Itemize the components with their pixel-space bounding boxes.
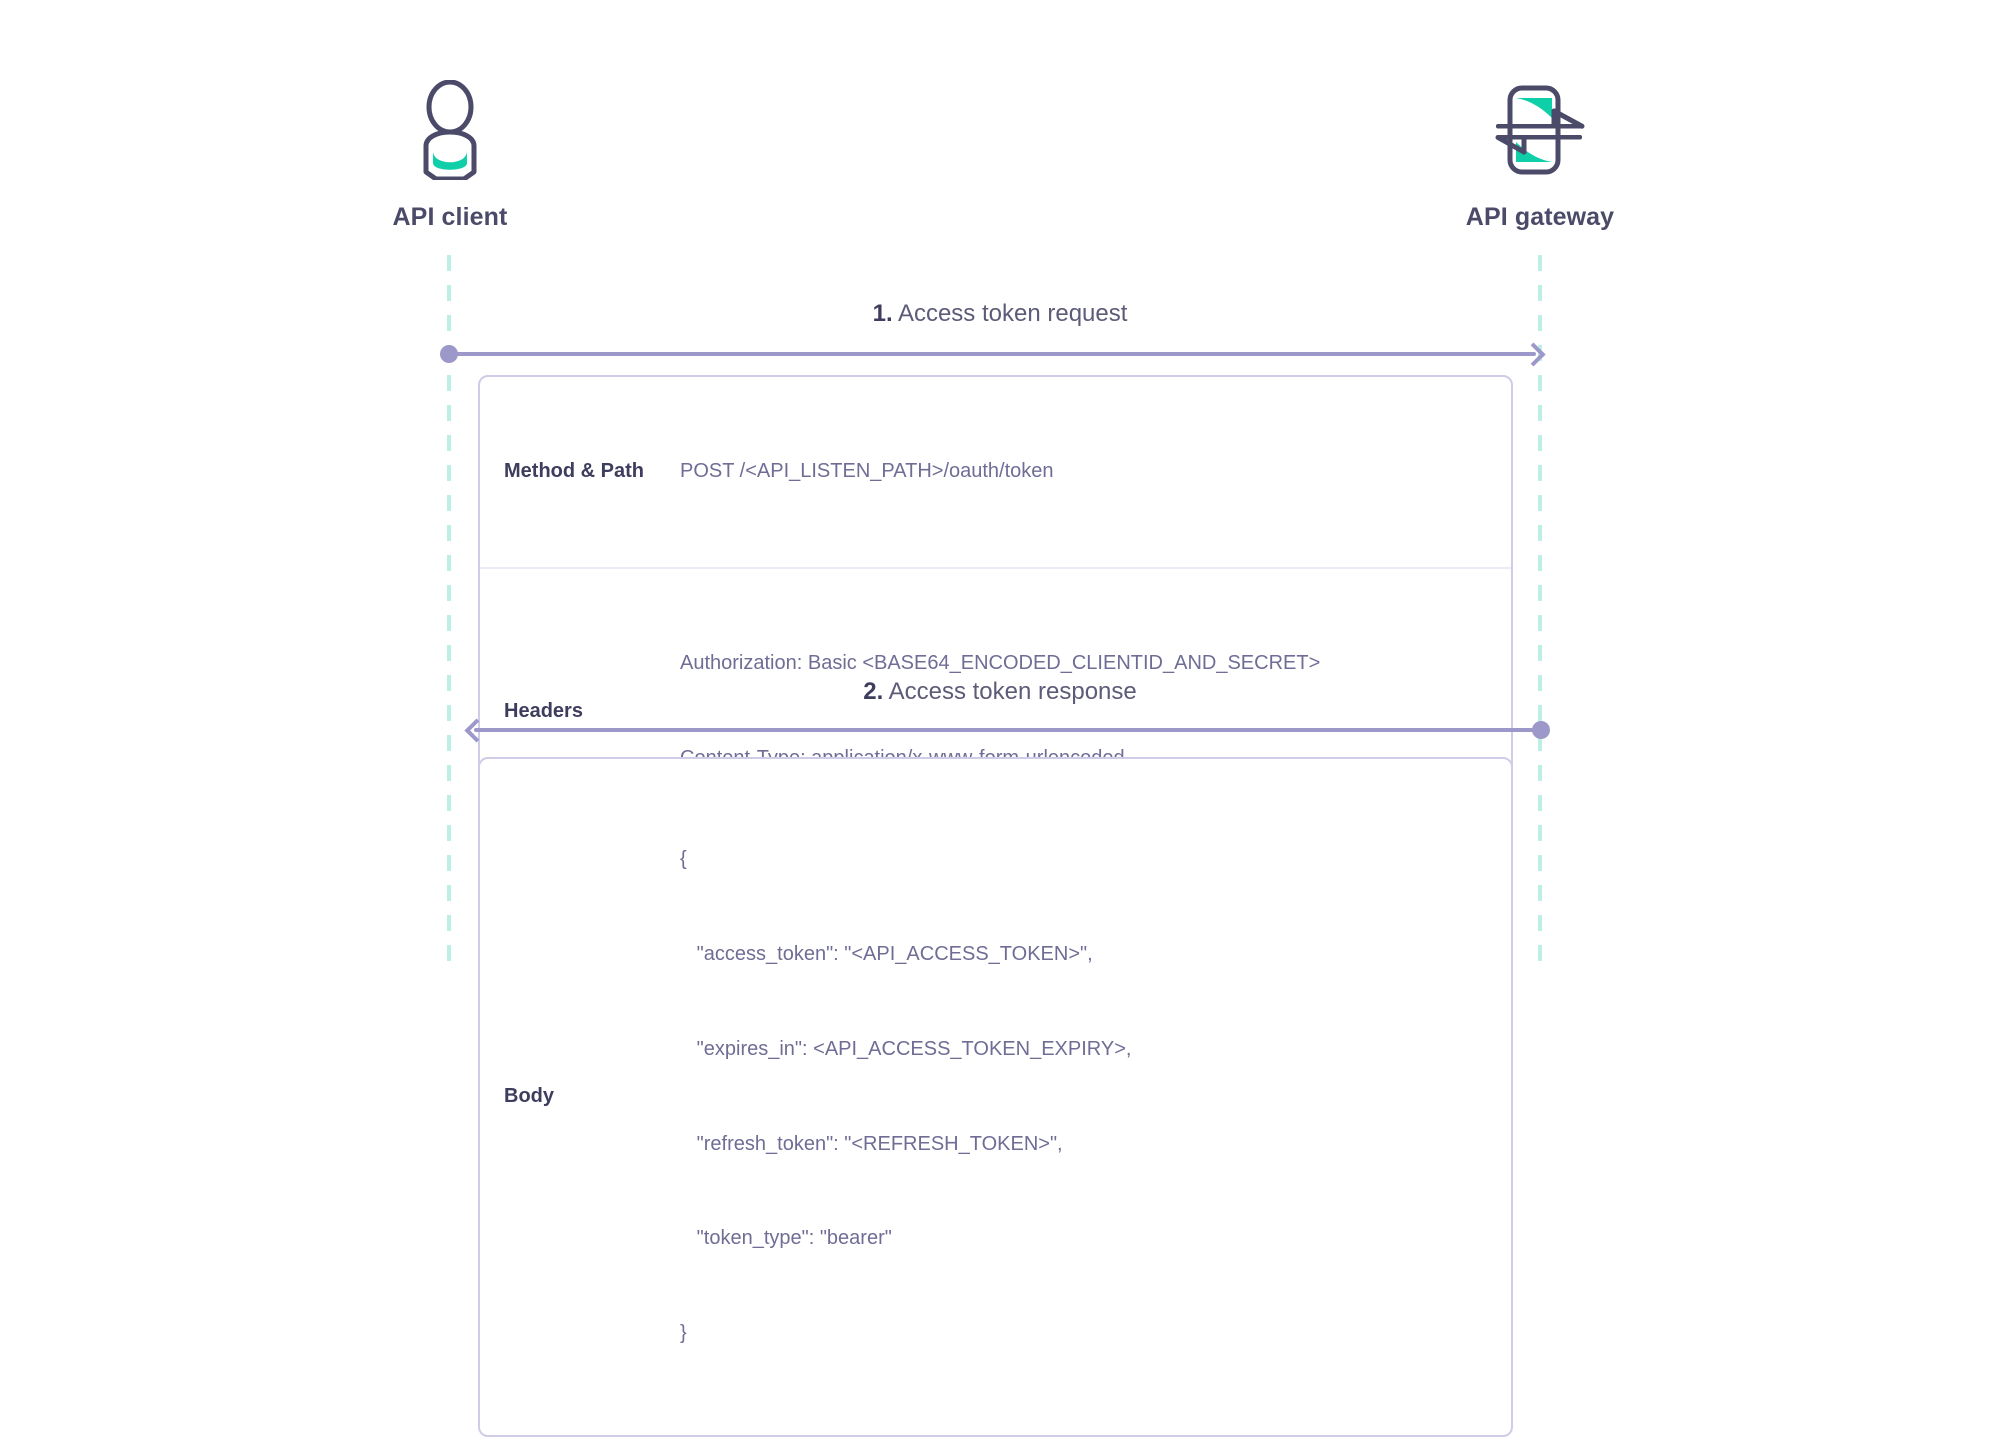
json-line: "expires_in": <API_ACCESS_TOKEN_EXPIRY>, bbox=[680, 1037, 1132, 1060]
lifeline-api-gateway bbox=[1538, 255, 1542, 975]
actor-api-gateway: API gateway bbox=[1390, 75, 1690, 232]
json-line: { bbox=[680, 848, 687, 871]
table-row: Body { "access_token": "<API_ACCESS_TOKE… bbox=[480, 759, 1511, 1435]
user-icon bbox=[300, 75, 600, 185]
json-line: "access_token": "<API_ACCESS_TOKEN>", bbox=[680, 942, 1093, 965]
message-label-2: Access token response bbox=[888, 678, 1137, 705]
actor-label: API client bbox=[392, 203, 508, 231]
message-label-1: Access token request bbox=[897, 300, 1128, 327]
row-key: Body bbox=[504, 1085, 554, 1108]
arrow-head-right bbox=[1521, 342, 1546, 367]
message-title-1: 1. Access token request bbox=[450, 300, 1550, 328]
json-line: "refresh_token": "<REFRESH_TOKEN>", bbox=[680, 1132, 1063, 1155]
message-arrow-2 bbox=[460, 718, 1550, 743]
row-line: POST /<API_LISTEN_PATH>/oauth/token bbox=[680, 460, 1054, 483]
api-gateway-icon bbox=[1390, 75, 1690, 185]
row-key: Headers bbox=[504, 699, 583, 722]
arrow-shaft bbox=[449, 352, 1536, 356]
json-line: "token_type": "bearer" bbox=[680, 1227, 892, 1250]
row-value: POST /<API_LISTEN_PATH>/oauth/token bbox=[680, 393, 1511, 551]
response-details-card: Body { "access_token": "<API_ACCESS_TOKE… bbox=[478, 757, 1513, 1437]
arrow-origin-dot bbox=[1532, 721, 1550, 739]
message-title-2: 2. Access token response bbox=[450, 678, 1550, 706]
lifeline-api-client bbox=[447, 255, 451, 975]
row-value: { "access_token": "<API_ACCESS_TOKEN>", … bbox=[680, 781, 1511, 1413]
actor-api-client: API client bbox=[300, 75, 600, 232]
table-row: Method & Path POST /<API_LISTEN_PATH>/oa… bbox=[480, 377, 1511, 569]
message-arrow-1 bbox=[440, 342, 1550, 367]
message-index-2: 2. bbox=[863, 678, 884, 705]
arrow-shaft bbox=[474, 728, 1541, 732]
actor-label: API gateway bbox=[1465, 203, 1615, 231]
row-key: Method & Path bbox=[504, 460, 644, 483]
row-line: Authorization: Basic <BASE64_ENCODED_CLI… bbox=[680, 652, 1321, 675]
message-index-1: 1. bbox=[872, 300, 893, 327]
json-line: } bbox=[680, 1322, 687, 1345]
